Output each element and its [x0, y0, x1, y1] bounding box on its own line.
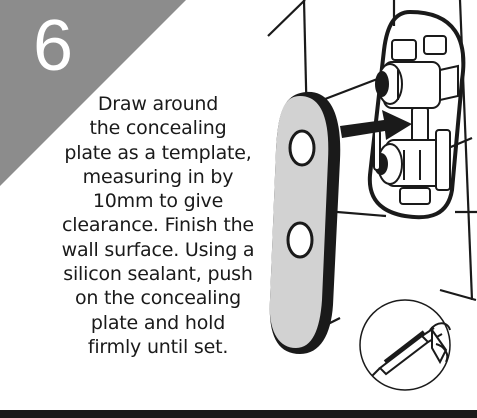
- step-number: 6: [32, 6, 74, 86]
- instruction-line: measuring in by: [82, 165, 234, 188]
- instruction-line: clearance. Finish the: [62, 214, 254, 237]
- instruction-line: 10mm to give: [92, 190, 224, 213]
- instruction-line: on the concealing: [74, 287, 242, 310]
- instruction-line: silicon sealant, push: [63, 263, 253, 286]
- instruction-line: firmly until set.: [87, 335, 229, 358]
- instruction-text: Draw around the concealing plate as a te…: [34, 92, 282, 359]
- instruction-line: wall surface. Using a: [61, 238, 255, 261]
- insertion-arrow-icon: [340, 110, 412, 140]
- bottom-divider: [0, 410, 477, 418]
- concealing-plate-icon: [269, 91, 341, 354]
- instruction-line: the concealing: [89, 117, 227, 140]
- instruction-line: plate and hold: [90, 311, 226, 334]
- sealant-gun-icon: [359, 299, 451, 391]
- wall-mounting-outline: [367, 9, 466, 220]
- valve-icon: [374, 35, 459, 205]
- step-badge: [0, 0, 186, 186]
- instruction-line: Draw around: [97, 93, 219, 115]
- instruction-line: plate as a template,: [64, 141, 252, 164]
- supply-pipes: [373, 129, 381, 171]
